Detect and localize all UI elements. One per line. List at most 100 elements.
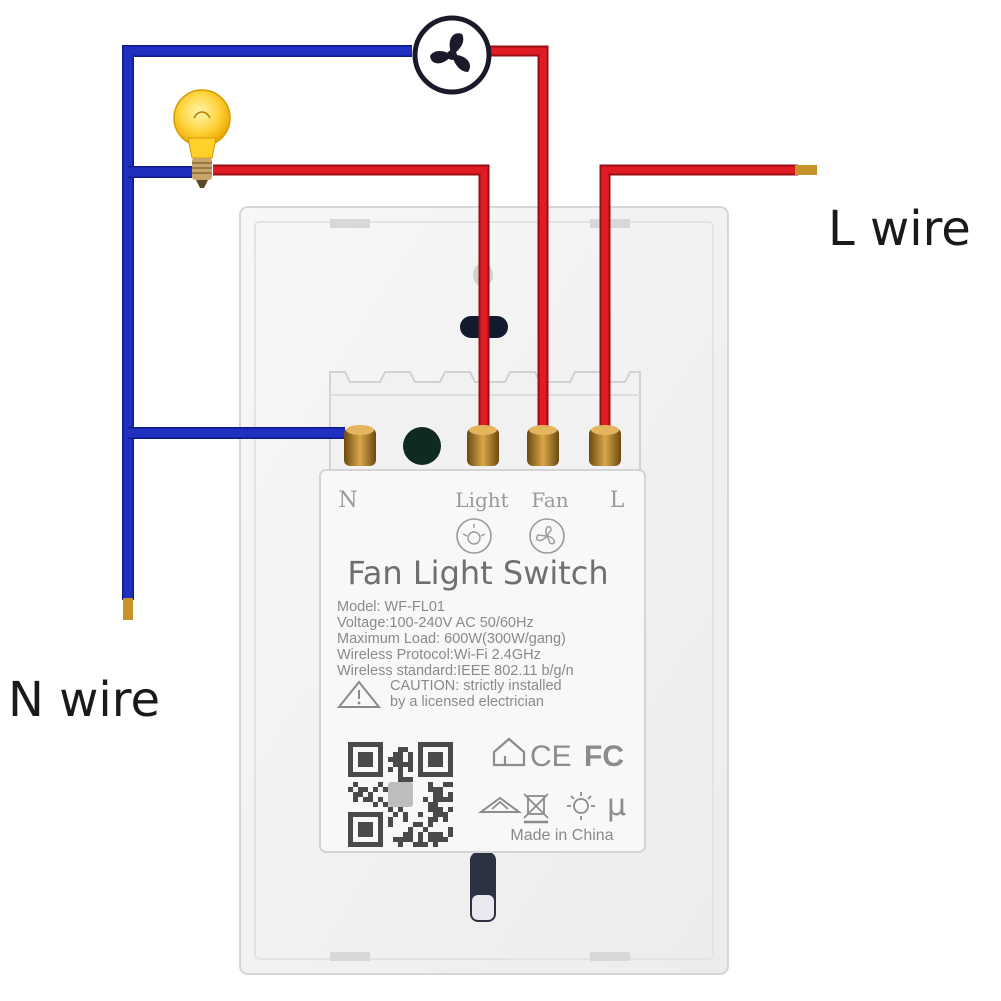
l-wire-label: L wire <box>828 201 971 257</box>
qr-module <box>403 832 408 837</box>
qr-module <box>378 797 383 802</box>
caution-line-2: by a licensed electrician <box>390 694 544 710</box>
qr-module <box>418 812 423 817</box>
qr-module <box>433 787 438 792</box>
qr-module <box>428 807 433 812</box>
light-bulb-icon <box>173 89 231 188</box>
qr-module <box>428 817 433 822</box>
qr-module <box>448 782 453 787</box>
qr-module <box>398 772 403 777</box>
qr-module <box>408 757 413 762</box>
qr-module <box>393 837 398 842</box>
terminal-label-n: N <box>338 488 357 513</box>
qr-module <box>398 807 403 812</box>
terminal-label-l: L <box>610 488 625 513</box>
rcm-mark-icon <box>477 796 523 813</box>
screw-l <box>589 425 621 466</box>
live-wires <box>213 45 798 428</box>
qr-module <box>403 747 408 752</box>
fc-mark: FC <box>584 740 624 773</box>
qr-module <box>398 752 403 757</box>
qr-module <box>393 757 398 762</box>
qr-module <box>433 812 438 817</box>
qr-module <box>353 792 358 797</box>
status-hole <box>403 427 441 465</box>
qr-module <box>383 787 388 792</box>
qr-module <box>408 752 413 757</box>
caution-line-1: CAUTION: strictly installed <box>390 678 562 694</box>
qr-module <box>418 837 423 842</box>
screw-fan <box>527 425 559 466</box>
qr-module <box>433 797 438 802</box>
qr-code <box>348 742 453 847</box>
qr-module <box>443 797 448 802</box>
qr-module <box>418 832 423 837</box>
made-in-text: Made in China <box>510 827 613 844</box>
module-title: Fan Light Switch <box>347 554 608 592</box>
qr-module <box>438 797 443 802</box>
qr-module <box>363 787 368 792</box>
qr-module <box>448 792 453 797</box>
qr-module <box>438 807 443 812</box>
light-symbol-icon <box>456 518 492 554</box>
qr-module <box>428 832 433 837</box>
qr-module <box>428 802 433 807</box>
qr-module <box>383 802 388 807</box>
qr-module <box>433 837 438 842</box>
qr-module <box>448 797 453 802</box>
mu-mark: μ <box>607 788 626 823</box>
fan-symbol-icon <box>529 518 565 554</box>
qr-module <box>428 822 433 827</box>
l-wire-end <box>795 165 817 175</box>
fan-icon <box>412 15 492 95</box>
terminal-label-light: Light <box>455 488 508 512</box>
qr-module <box>398 747 403 752</box>
qr-module <box>353 782 358 787</box>
qr-module <box>438 837 443 842</box>
qr-module <box>388 822 393 827</box>
qr-module <box>433 817 438 822</box>
qr-module <box>423 827 428 832</box>
qr-module <box>393 752 398 757</box>
weee-bin-icon <box>523 793 549 824</box>
qr-module <box>348 787 353 792</box>
screw-n <box>344 425 376 466</box>
qr-module <box>393 812 398 817</box>
qr-module <box>418 842 423 847</box>
spec-protocol: Wireless Protocol:Wi-Fi 2.4GHz <box>337 647 541 663</box>
spec-voltage: Voltage:100-240V AC 50/60Hz <box>337 615 534 631</box>
qr-module <box>433 832 438 837</box>
qr-module <box>388 767 393 772</box>
ce-mark: CE <box>530 740 572 773</box>
qr-module <box>403 762 408 767</box>
warning-icon <box>336 680 382 708</box>
qr-module <box>398 777 403 782</box>
qr-module <box>428 837 433 842</box>
qr-module <box>448 807 453 812</box>
spec-model: Model: WF-FL01 <box>337 599 445 615</box>
qr-module <box>393 762 398 767</box>
terminal-screws <box>344 425 621 466</box>
qr-module <box>423 842 428 847</box>
qr-module <box>388 817 393 822</box>
qr-module <box>403 777 408 782</box>
qr-module <box>398 767 403 772</box>
qr-module <box>433 807 438 812</box>
qr-module <box>408 777 413 782</box>
qr-module <box>423 797 428 802</box>
qr-module <box>443 782 448 787</box>
qr-module <box>398 842 403 847</box>
qr-module <box>388 757 393 762</box>
neutral-wires <box>122 45 412 600</box>
qr-module <box>418 822 423 827</box>
qr-module <box>443 837 448 842</box>
spec-standard: Wireless standard:IEEE 802.11 b/g/n <box>337 663 574 679</box>
qr-module <box>438 792 443 797</box>
terminal-label-fan: Fan <box>531 488 568 512</box>
qr-module <box>408 762 413 767</box>
n-wire-end <box>123 598 133 620</box>
qr-module <box>448 827 453 832</box>
qr-module <box>373 802 378 807</box>
qr-module <box>443 817 448 822</box>
